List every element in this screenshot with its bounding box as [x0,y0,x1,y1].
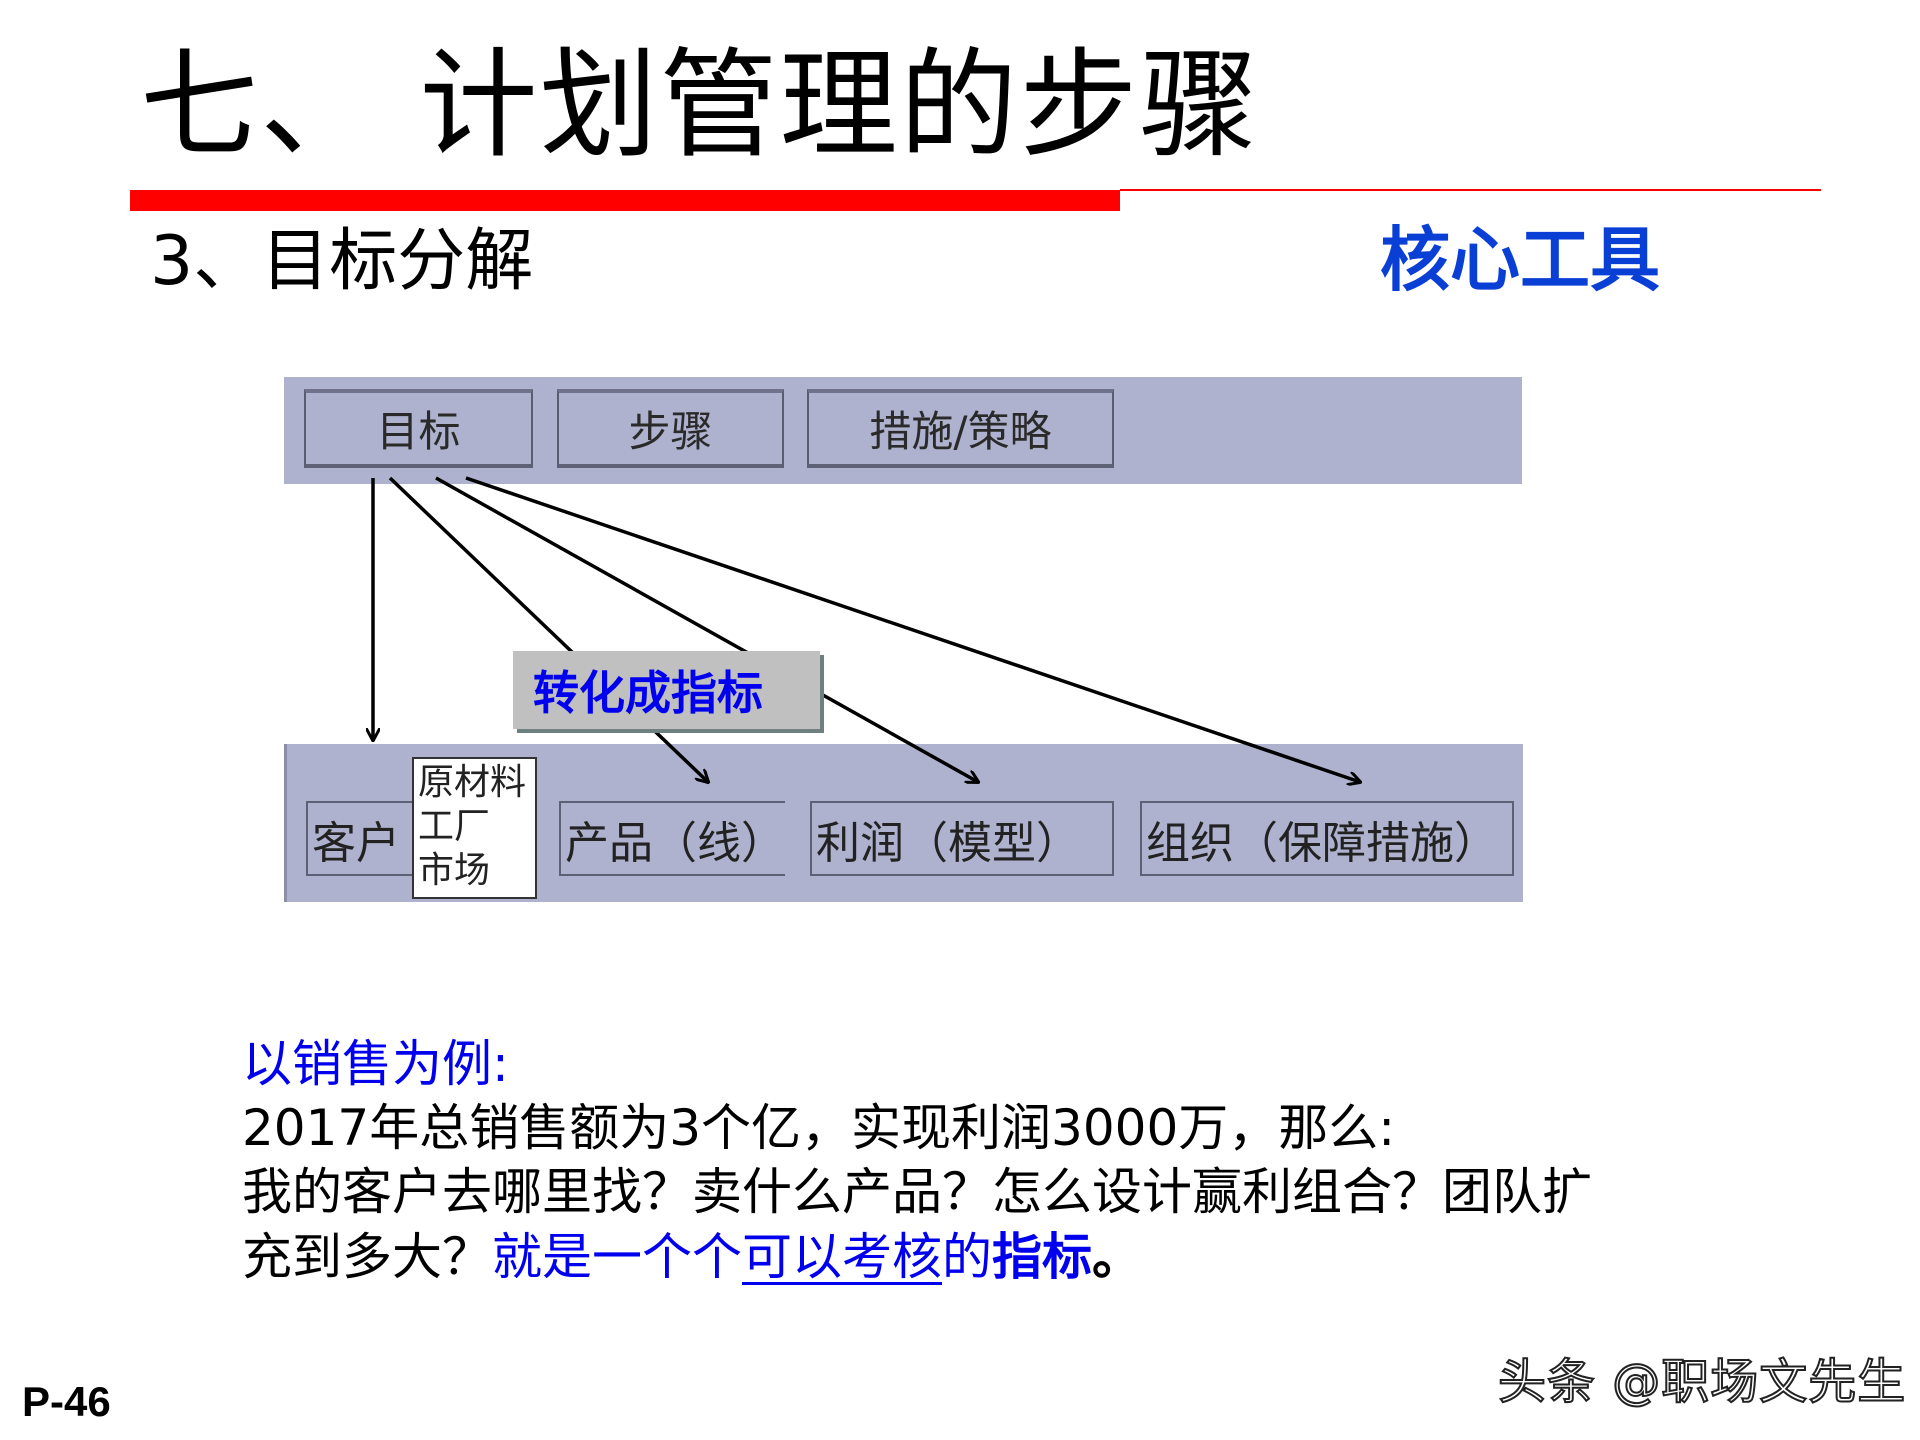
example-line-3-blue-b: 的 [942,1228,992,1286]
measures-strategy-button[interactable]: 措施/策略 [807,389,1114,468]
example-line-3-period: 。 [1092,1228,1142,1286]
profit-model-item[interactable]: 利润（模型） [810,801,1114,876]
example-line-2: 我的客户去哪里找？卖什么产品？怎么设计赢利组合？团队扩 [242,1163,1592,1221]
section-subtitle: 3、目标分解 [150,222,534,301]
customer-dropdown-list: 原材料 工厂 市场 [412,757,537,899]
dropdown-option-factory[interactable]: 工厂 [418,806,491,847]
example-line-3-question: 充到多大？ [242,1228,492,1286]
title-rule-thin [1120,189,1821,191]
goal-button[interactable]: 目标 [304,389,533,468]
example-line-3-bold: 指标 [992,1228,1092,1286]
example-line-3: 充到多大？就是一个个可以考核的指标。 [242,1225,1142,1289]
page-number: P-46 [22,1378,111,1425]
dropdown-option-raw-material[interactable]: 原材料 [418,762,527,803]
organization-item[interactable]: 组织（保障措施） [1140,801,1514,876]
example-line-3-underlined: 可以考核 [742,1228,942,1286]
example-line-3-blue-a: 就是一个个 [492,1228,742,1286]
dropdown-option-market[interactable]: 市场 [418,850,491,891]
slide-title: 七、 计划管理的步骤 [140,36,1260,174]
arrow-to-profit [435,476,978,782]
product-line-item[interactable]: 产品（线） [559,801,785,876]
example-heading: 以销售为例: [242,1035,509,1093]
core-tool-label: 核心工具 [1380,219,1660,301]
arrow-to-organization [465,476,1360,782]
example-line-1: 2017年总销售额为3个亿，实现利润3000万，那么: [242,1099,1396,1157]
arrow-to-product [388,476,708,782]
steps-button[interactable]: 步骤 [557,389,784,468]
customer-item[interactable]: 客户 [306,801,416,876]
convert-to-metrics-label: 转化成指标 [513,651,820,729]
title-rule-thick [130,190,1120,211]
watermark: 头条 @职场文先生 [1497,1353,1907,1411]
